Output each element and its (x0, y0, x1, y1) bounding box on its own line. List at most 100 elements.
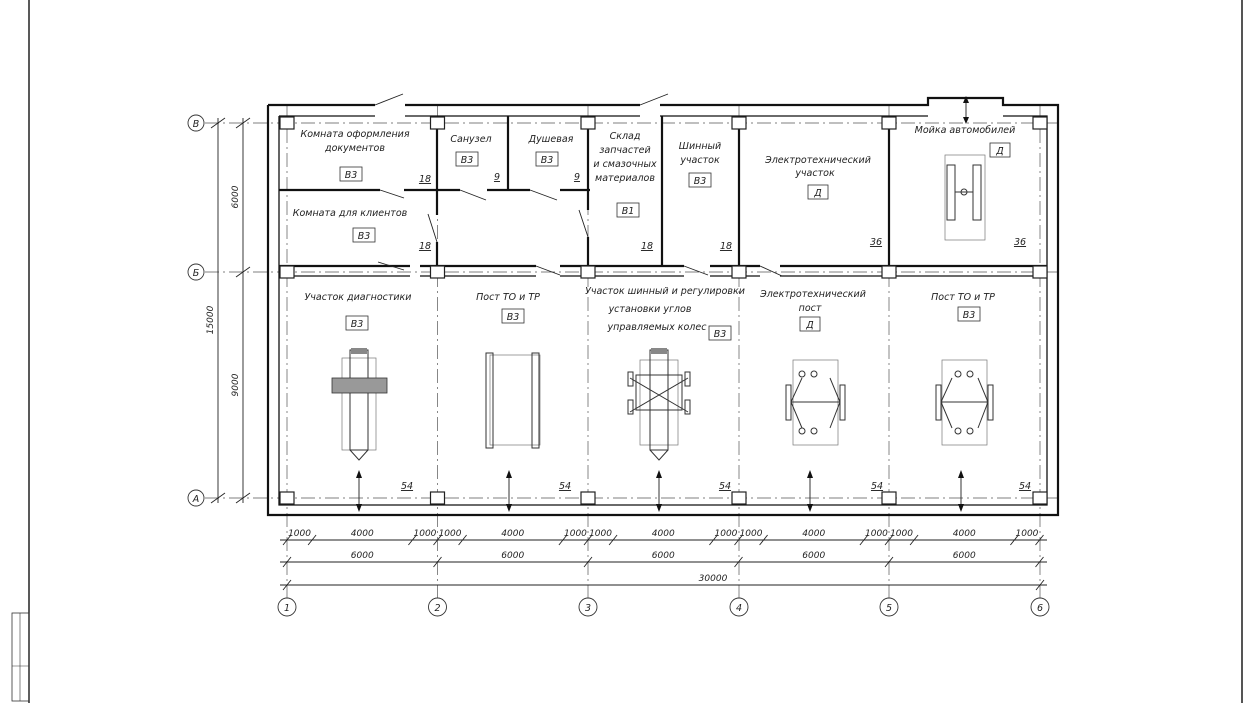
dimension-tick (558, 534, 568, 546)
dimension-label: 30000 (699, 574, 728, 584)
arrow-up-icon (958, 470, 964, 478)
room-area: 18 (419, 174, 431, 185)
column (279, 265, 295, 279)
room-category: В3 (507, 312, 520, 323)
arrow-down-icon (356, 504, 362, 512)
axis-circle (879, 597, 899, 617)
diagnostic-stand-icon (331, 348, 388, 461)
dimension-label: 6000 (351, 551, 374, 561)
left-dimensions: 6000 9000 15000 (206, 117, 251, 504)
dimension-label: 4000 (953, 529, 976, 539)
wheel-alignment-stand-icon (627, 348, 691, 461)
room-category: В3 (694, 176, 707, 187)
room-area: 54 (871, 481, 883, 492)
axis-label: 3 (585, 603, 591, 614)
room-category: В3 (358, 231, 371, 242)
room-category: В3 (541, 155, 554, 166)
arrow-down-icon (506, 504, 512, 512)
column (279, 116, 295, 130)
room-area: 18 (419, 241, 431, 252)
axis-circle (729, 597, 749, 617)
axis-circle (578, 597, 598, 617)
room-area: 54 (401, 481, 413, 492)
room-category: В3 (461, 155, 474, 166)
room-service-post-1: Пост ТО и ТР В3 54 (476, 292, 571, 492)
column (429, 116, 446, 130)
column (429, 491, 446, 505)
axis-label: 1 (284, 603, 290, 614)
dimension-tick (608, 534, 618, 546)
room-name: пост (799, 303, 822, 314)
two-post-lift-icon (785, 359, 846, 446)
dimension-label: 1000 (890, 529, 913, 539)
room-electrical-post: Электротехнический пост Д 54 (759, 289, 883, 492)
room-name: и смазочных (593, 159, 657, 170)
axis-label: 4 (736, 603, 742, 614)
room-name: Электротехнический (764, 155, 871, 166)
axis-label: А (192, 494, 200, 505)
column (881, 116, 897, 130)
room-bathroom: Санузел В3 9 (450, 134, 500, 183)
room-name: документов (324, 143, 385, 154)
two-post-lift-icon (935, 359, 994, 446)
dimension-tick (734, 556, 743, 568)
room-name: Мойка автомобилей (915, 125, 1016, 136)
dimension-tick (408, 534, 417, 546)
axis-label: 2 (434, 603, 440, 614)
room-name: Пост ТО и ТР (476, 292, 540, 303)
arrow-up-icon (356, 470, 362, 478)
dimension-label: 6000 (953, 551, 976, 561)
dimension-tick (307, 534, 317, 546)
room-area: 9 (574, 172, 580, 183)
room-area: 54 (719, 481, 731, 492)
arrow-down-icon (958, 504, 964, 512)
column (731, 116, 747, 130)
dimension-label: 6000 (231, 185, 241, 208)
room-category: В1 (622, 206, 635, 217)
column (881, 265, 897, 279)
axis-label: Б (193, 268, 200, 279)
room-area: 54 (1019, 481, 1031, 492)
axis-label: В (193, 119, 200, 130)
dimension-label: 1000 (865, 529, 888, 539)
room-name: Пост ТО и ТР (931, 292, 995, 303)
axis-circle (1030, 597, 1050, 617)
dimension-label: 1000 (414, 529, 437, 539)
column (1032, 265, 1048, 279)
dimension-tick (583, 556, 593, 568)
column (881, 491, 897, 505)
dimension-tick (709, 534, 718, 546)
dimension-tick (583, 534, 593, 546)
dimension-tick (282, 579, 292, 591)
dimension-label: 1000 (288, 529, 311, 539)
room-service-post-2: Пост ТО и ТР В3 54 (931, 292, 1031, 492)
dimension-tick (1035, 534, 1044, 546)
room-parts-storage: Склад запчастей и смазочных материалов В… (593, 131, 657, 252)
room-name: Комната для клиентов (293, 208, 408, 219)
rooms-bottom: Участок диагностики В3 54 Пост ТО и ТР В… (305, 286, 1032, 492)
room-category: В3 (714, 329, 727, 340)
room-document-office: Комната оформления документов В3 18 (300, 129, 431, 185)
dimension-label: 4000 (802, 529, 825, 539)
axis-label: 5 (886, 603, 892, 614)
room-category: В3 (345, 170, 358, 181)
dimension-label: 1000 (589, 529, 612, 539)
dimension-tick (458, 534, 467, 546)
room-name: запчастей (599, 145, 650, 156)
room-name: Участок диагностики (305, 292, 412, 303)
gate-arrows (356, 470, 964, 512)
column (580, 265, 596, 279)
car-wash-lift-icon (944, 96, 986, 241)
dimension-tick (282, 556, 292, 568)
dimension-tick (909, 534, 919, 546)
room-name: установки углов (608, 304, 692, 315)
dimension-label: 1000 (1016, 529, 1039, 539)
room-car-wash: Мойка автомобилей Д 36 (915, 125, 1026, 248)
room-name: Участок шинный и регулировки (585, 286, 745, 297)
room-shower: Душевая В3 9 (528, 134, 580, 183)
column (429, 265, 446, 279)
dimension-tick (282, 534, 292, 546)
dimension-label: 6000 (802, 551, 825, 561)
room-tire-shop: Шинный участок В3 18 (679, 141, 732, 252)
